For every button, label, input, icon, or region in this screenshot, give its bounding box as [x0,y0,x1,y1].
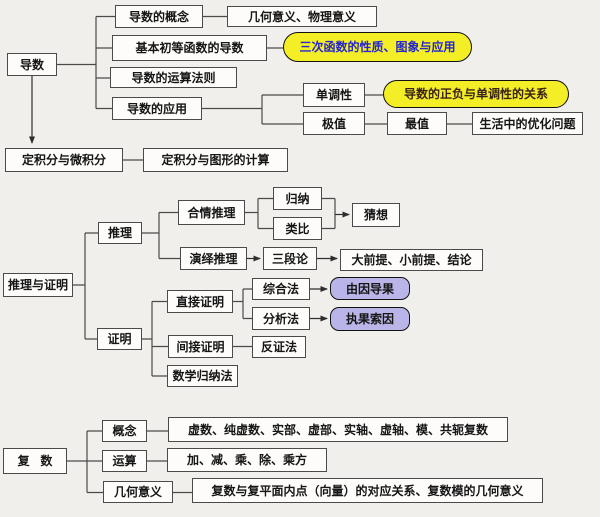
highlight-cause-to-effect: 由因导果 [330,277,410,300]
highlight-effect-to-cause: 执果索因 [330,307,410,331]
node-mathematical-induction: 数学归纳法 [167,365,238,387]
node-derivative-operation-rules: 导数的运算法则 [110,67,237,88]
node-geometric-physical-meaning: 几何意义、物理意义 [227,6,377,27]
node-complex-geometric-items: 复数与复平面内点（向量）的对应关系、复数模的几何意义 [192,478,543,503]
node-induction: 归纳 [273,187,322,210]
node-syllogism: 三段论 [263,247,317,270]
node-analogy: 类比 [273,217,322,240]
node-deductive-reasoning: 演绎推理 [180,247,247,270]
node-reasoning: 推理 [98,222,142,244]
node-complex-numbers-root: 复数 [3,448,67,474]
node-analytic-method: 分析法 [252,307,310,330]
node-proof: 证明 [97,328,142,350]
node-complex-operations: 运算 [102,450,147,472]
highlight-cubic-function-ellipse: 三次函数的性质、图象与应用 [283,32,472,62]
node-life-optimization: 生活中的优化问题 [472,112,583,135]
node-derivatives-root: 导数 [7,53,57,76]
node-basic-elementary-derivatives: 基本初等函数的导数 [112,35,267,61]
highlight-sign-monotonicity-ellipse: 导数的正负与单调性的关系 [383,80,569,108]
node-integral-graph-calculation: 定积分与图形的计算 [143,148,288,172]
node-conjecture: 猜想 [352,203,400,227]
node-proof-by-contradiction: 反证法 [252,336,306,358]
node-complex-concept: 概念 [102,420,147,442]
node-max-min: 最值 [387,112,447,135]
node-definite-integral-calculus: 定积分与微积分 [5,148,123,172]
node-derivative-application: 导数的应用 [112,97,202,120]
node-indirect-proof: 间接证明 [168,335,233,358]
node-premises-conclusion: 大前提、小前提、结论 [340,249,483,271]
node-direct-proof: 直接证明 [167,290,233,313]
node-reasoning-proof-root: 推理与证明 [3,273,73,297]
node-plausible-reasoning: 合情推理 [178,200,245,225]
node-complex-concept-items: 虚数、纯虚数、实部、虚部、实轴、虚轴、模、共轭复数 [168,417,508,442]
node-monotonicity: 单调性 [303,83,365,107]
node-complex-geometric-meaning: 几何意义 [103,481,173,503]
node-extremum: 极值 [303,112,365,135]
node-complex-operation-items: 加、减、乘、除、乘方 [167,448,327,472]
node-derivative-concept: 导数的概念 [115,5,203,28]
node-synthetic-method: 综合法 [252,278,310,300]
